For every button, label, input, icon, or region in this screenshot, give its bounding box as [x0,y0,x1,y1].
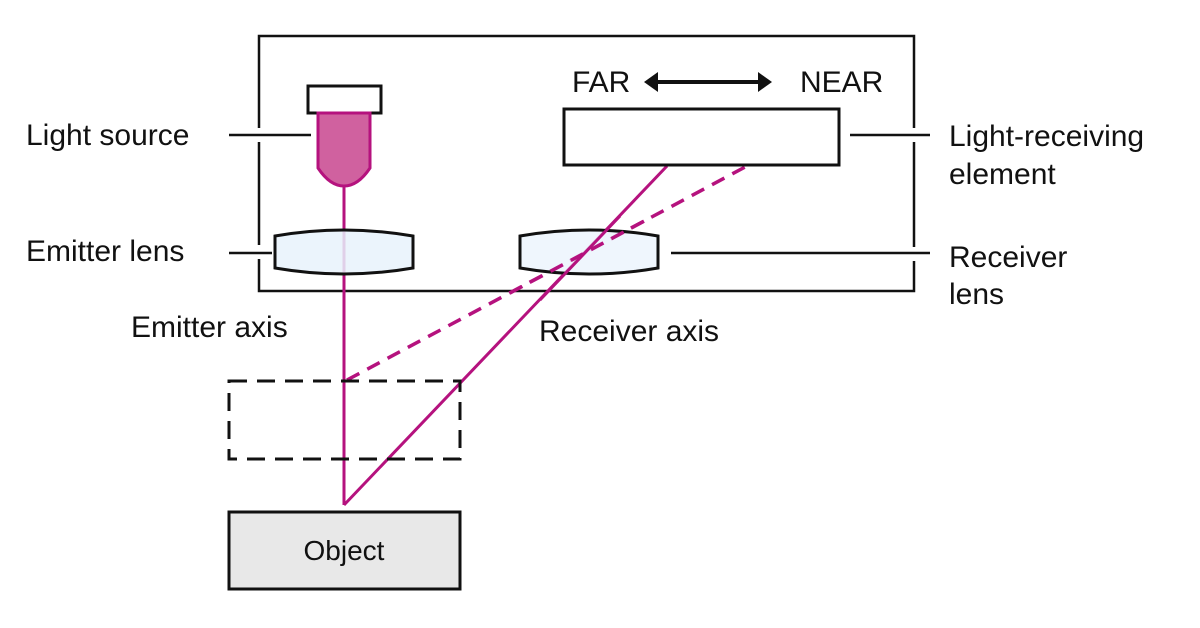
far-position-box [227,379,462,461]
label-receiver-lens-1: Receiver [949,241,1067,274]
light-receiving-element [562,107,841,167]
emitter-lens-icon [273,228,415,276]
receiver-beam-solid-overlay [538,214,622,302]
object-box [227,510,462,591]
label-far: FAR [572,66,630,99]
arrowhead-left-icon [644,72,658,92]
label-object: Object [304,535,385,566]
receiver-beam-dashed-overlay [509,216,651,295]
label-light-source: Light source [26,119,189,152]
label-receiver-lens-2: lens [949,278,1004,311]
arrowhead-right-icon [758,72,772,92]
label-emitter-axis: Emitter axis [131,311,288,344]
label-receiver-axis: Receiver axis [539,315,719,348]
receiver-beam-dashed [346,164,748,382]
light-source-cap [306,84,383,115]
label-emitter-lens: Emitter lens [26,235,184,268]
label-near: NEAR [800,66,883,99]
label-light-receiving-1: Light-receiving [949,120,1144,153]
light-source-icon [316,111,372,188]
label-light-receiving-2: element [949,158,1056,191]
sensor-housing [257,34,916,293]
receiver-lens-icon [518,228,660,276]
